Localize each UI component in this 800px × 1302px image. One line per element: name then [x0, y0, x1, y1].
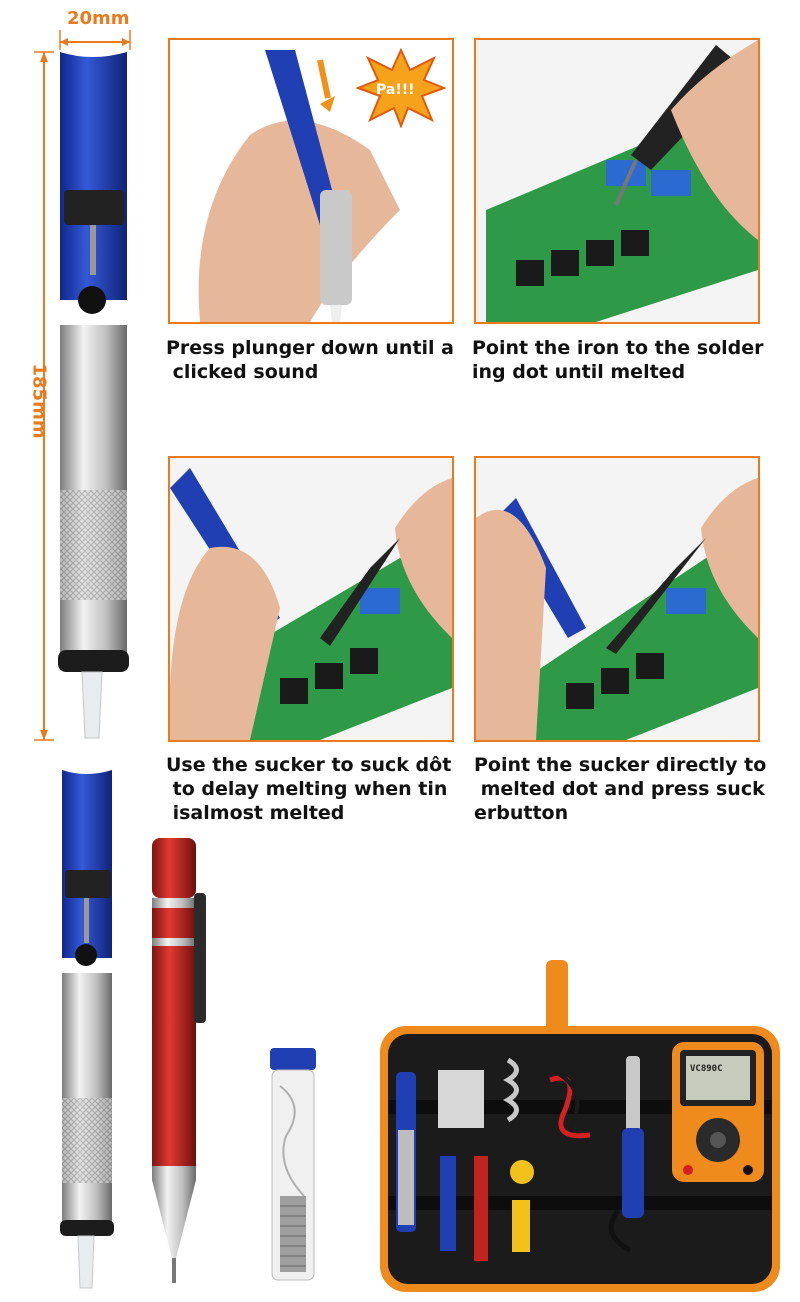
step-4-photo [474, 456, 760, 742]
step-1-caption-line-1: Press plunger down until a [166, 337, 454, 359]
solder-wire-tube [270, 1048, 316, 1281]
step-2-photo [474, 38, 760, 324]
desoldering-pump-small [60, 770, 114, 1289]
desoldering-pump-large [58, 52, 129, 739]
height-label: 185mm [28, 363, 50, 439]
height-arrow-icon [34, 51, 54, 741]
step-4-caption-line-1: Point the sucker directly to [474, 754, 767, 776]
burst-icon [356, 48, 446, 128]
step-4-caption-line-2: melted dot and press suck [474, 778, 765, 800]
width-arrow-icon [59, 30, 131, 50]
step-3-caption-line-3: isalmost melted [166, 802, 345, 824]
step-1-photo: Pa!!! [168, 38, 454, 324]
step-4-caption-line-3: erbutton [474, 802, 569, 824]
step-2-caption-line-2: ing dot until melted [472, 361, 686, 383]
step-1-caption-line-2: clicked sound [166, 361, 319, 383]
precision-screwdriver [152, 838, 206, 1283]
tool-kit-bag: VC890C [380, 960, 780, 1292]
pa-badge: Pa!!! [376, 82, 415, 98]
step-2-caption-line-1: Point the iron to the solder [472, 337, 764, 359]
width-label: 20mm [67, 8, 130, 29]
step-3-caption-line-1: Use the sucker to suck dôt [166, 754, 452, 776]
step-3-photo [168, 456, 454, 742]
multimeter-brand-label: VC890C [690, 1064, 723, 1074]
step-3-caption-line-2: to delay melting when tin [166, 778, 448, 800]
